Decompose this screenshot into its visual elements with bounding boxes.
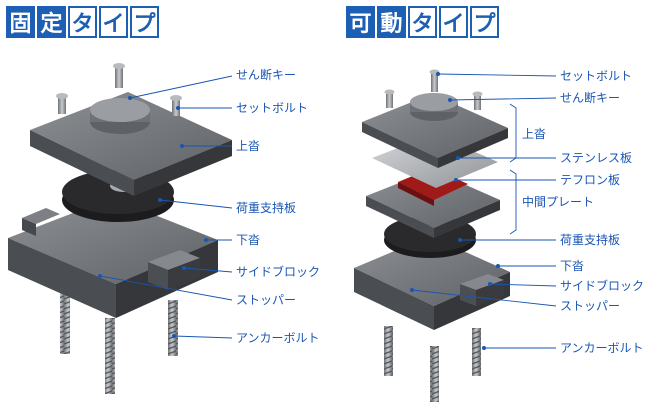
left-title-char: タ xyxy=(68,6,97,38)
label-stainless-plate: ステンレス板 xyxy=(560,151,633,165)
left-title: 固 定 タ イ プ xyxy=(6,6,159,40)
label-upper-shoe: 上沓 xyxy=(236,139,261,153)
lower-shoe-side xyxy=(8,238,116,318)
middle-plate-side xyxy=(434,200,500,238)
right-title-char: イ xyxy=(439,6,468,38)
right-title-char: 可 xyxy=(346,6,375,38)
set-bolt xyxy=(56,93,68,99)
set-bolt xyxy=(172,98,180,116)
set-bolt xyxy=(474,94,481,110)
right-assembly xyxy=(354,69,510,402)
side-block xyxy=(460,274,504,290)
label-side-block: サイドブロック xyxy=(560,279,645,293)
stopper-block xyxy=(22,218,36,236)
label-bearing-plate: 荷重支持板 xyxy=(236,201,297,215)
side-block xyxy=(148,250,200,270)
label-anchor-bolt: アンカーボルト xyxy=(236,331,320,345)
lower-shoe-side xyxy=(354,268,434,330)
label-lower-shoe: 下沓 xyxy=(560,259,585,273)
teflon-plate-side xyxy=(398,182,434,206)
upper-shoe-side xyxy=(438,128,508,168)
right-leader-lines xyxy=(411,73,557,349)
side-block xyxy=(476,280,504,306)
anchor-bolt xyxy=(105,318,115,394)
set-bolt xyxy=(115,66,123,88)
label-side-block: サイドブロック xyxy=(236,265,321,279)
right-title-char: プ xyxy=(470,6,499,38)
left-title-char: 定 xyxy=(37,6,66,38)
label-shear-key: せん断キー xyxy=(236,68,297,82)
left-assembly xyxy=(8,63,232,394)
upper-shoe-side xyxy=(30,130,134,196)
left-leader-lines xyxy=(99,75,233,339)
anchor-bolt xyxy=(168,300,178,356)
set-bolt xyxy=(170,95,182,101)
right-title-char: タ xyxy=(408,6,437,38)
label-bearing-plate: 荷重支持板 xyxy=(560,233,621,247)
label-upper-shoe: 上沓 xyxy=(522,127,547,141)
set-bolt xyxy=(386,92,393,108)
stopper-block xyxy=(22,208,60,224)
upper-shoe xyxy=(30,92,232,180)
side-block xyxy=(168,258,200,290)
label-teflon-plate: テフロン板 xyxy=(560,173,621,187)
label-lower-shoe: 下沓 xyxy=(236,233,261,247)
label-middle-plate: 中間プレート xyxy=(522,195,595,209)
shear-key xyxy=(90,98,150,122)
label-anchor-bolt: アンカーボルト xyxy=(560,341,644,355)
anchor-bolt xyxy=(384,326,393,376)
left-title-char: イ xyxy=(99,6,128,38)
label-stopper: ストッパー xyxy=(236,293,297,307)
anchor-bolt xyxy=(430,346,439,402)
set-bolt xyxy=(113,63,125,69)
right-title: 可 動 タ イ プ xyxy=(346,6,499,40)
set-bolt xyxy=(384,89,395,95)
left-leader-dots xyxy=(98,96,208,338)
label-set-bolt: セットボルト xyxy=(560,69,633,83)
right-leader-dots xyxy=(410,72,500,350)
set-bolt xyxy=(58,96,66,114)
left-title-char: 固 xyxy=(6,6,35,38)
set-bolt xyxy=(472,91,483,97)
side-block xyxy=(460,284,476,306)
set-bolt xyxy=(431,72,438,92)
label-stopper: ストッパー xyxy=(560,299,621,313)
shear-key xyxy=(410,93,458,111)
upper-shoe-side xyxy=(134,140,232,196)
upper-shoe xyxy=(362,94,508,158)
anchor-bolt xyxy=(60,286,70,354)
label-set-bolt: セットボルト xyxy=(236,101,309,115)
label-shear-key: せん断キー xyxy=(560,91,621,105)
middle-plate-side xyxy=(366,196,434,238)
upper-shoe-side xyxy=(362,122,438,168)
anchor-bolt xyxy=(472,328,481,376)
right-title-char: 動 xyxy=(377,6,406,38)
left-title-char: プ xyxy=(130,6,159,38)
side-block xyxy=(148,262,168,290)
